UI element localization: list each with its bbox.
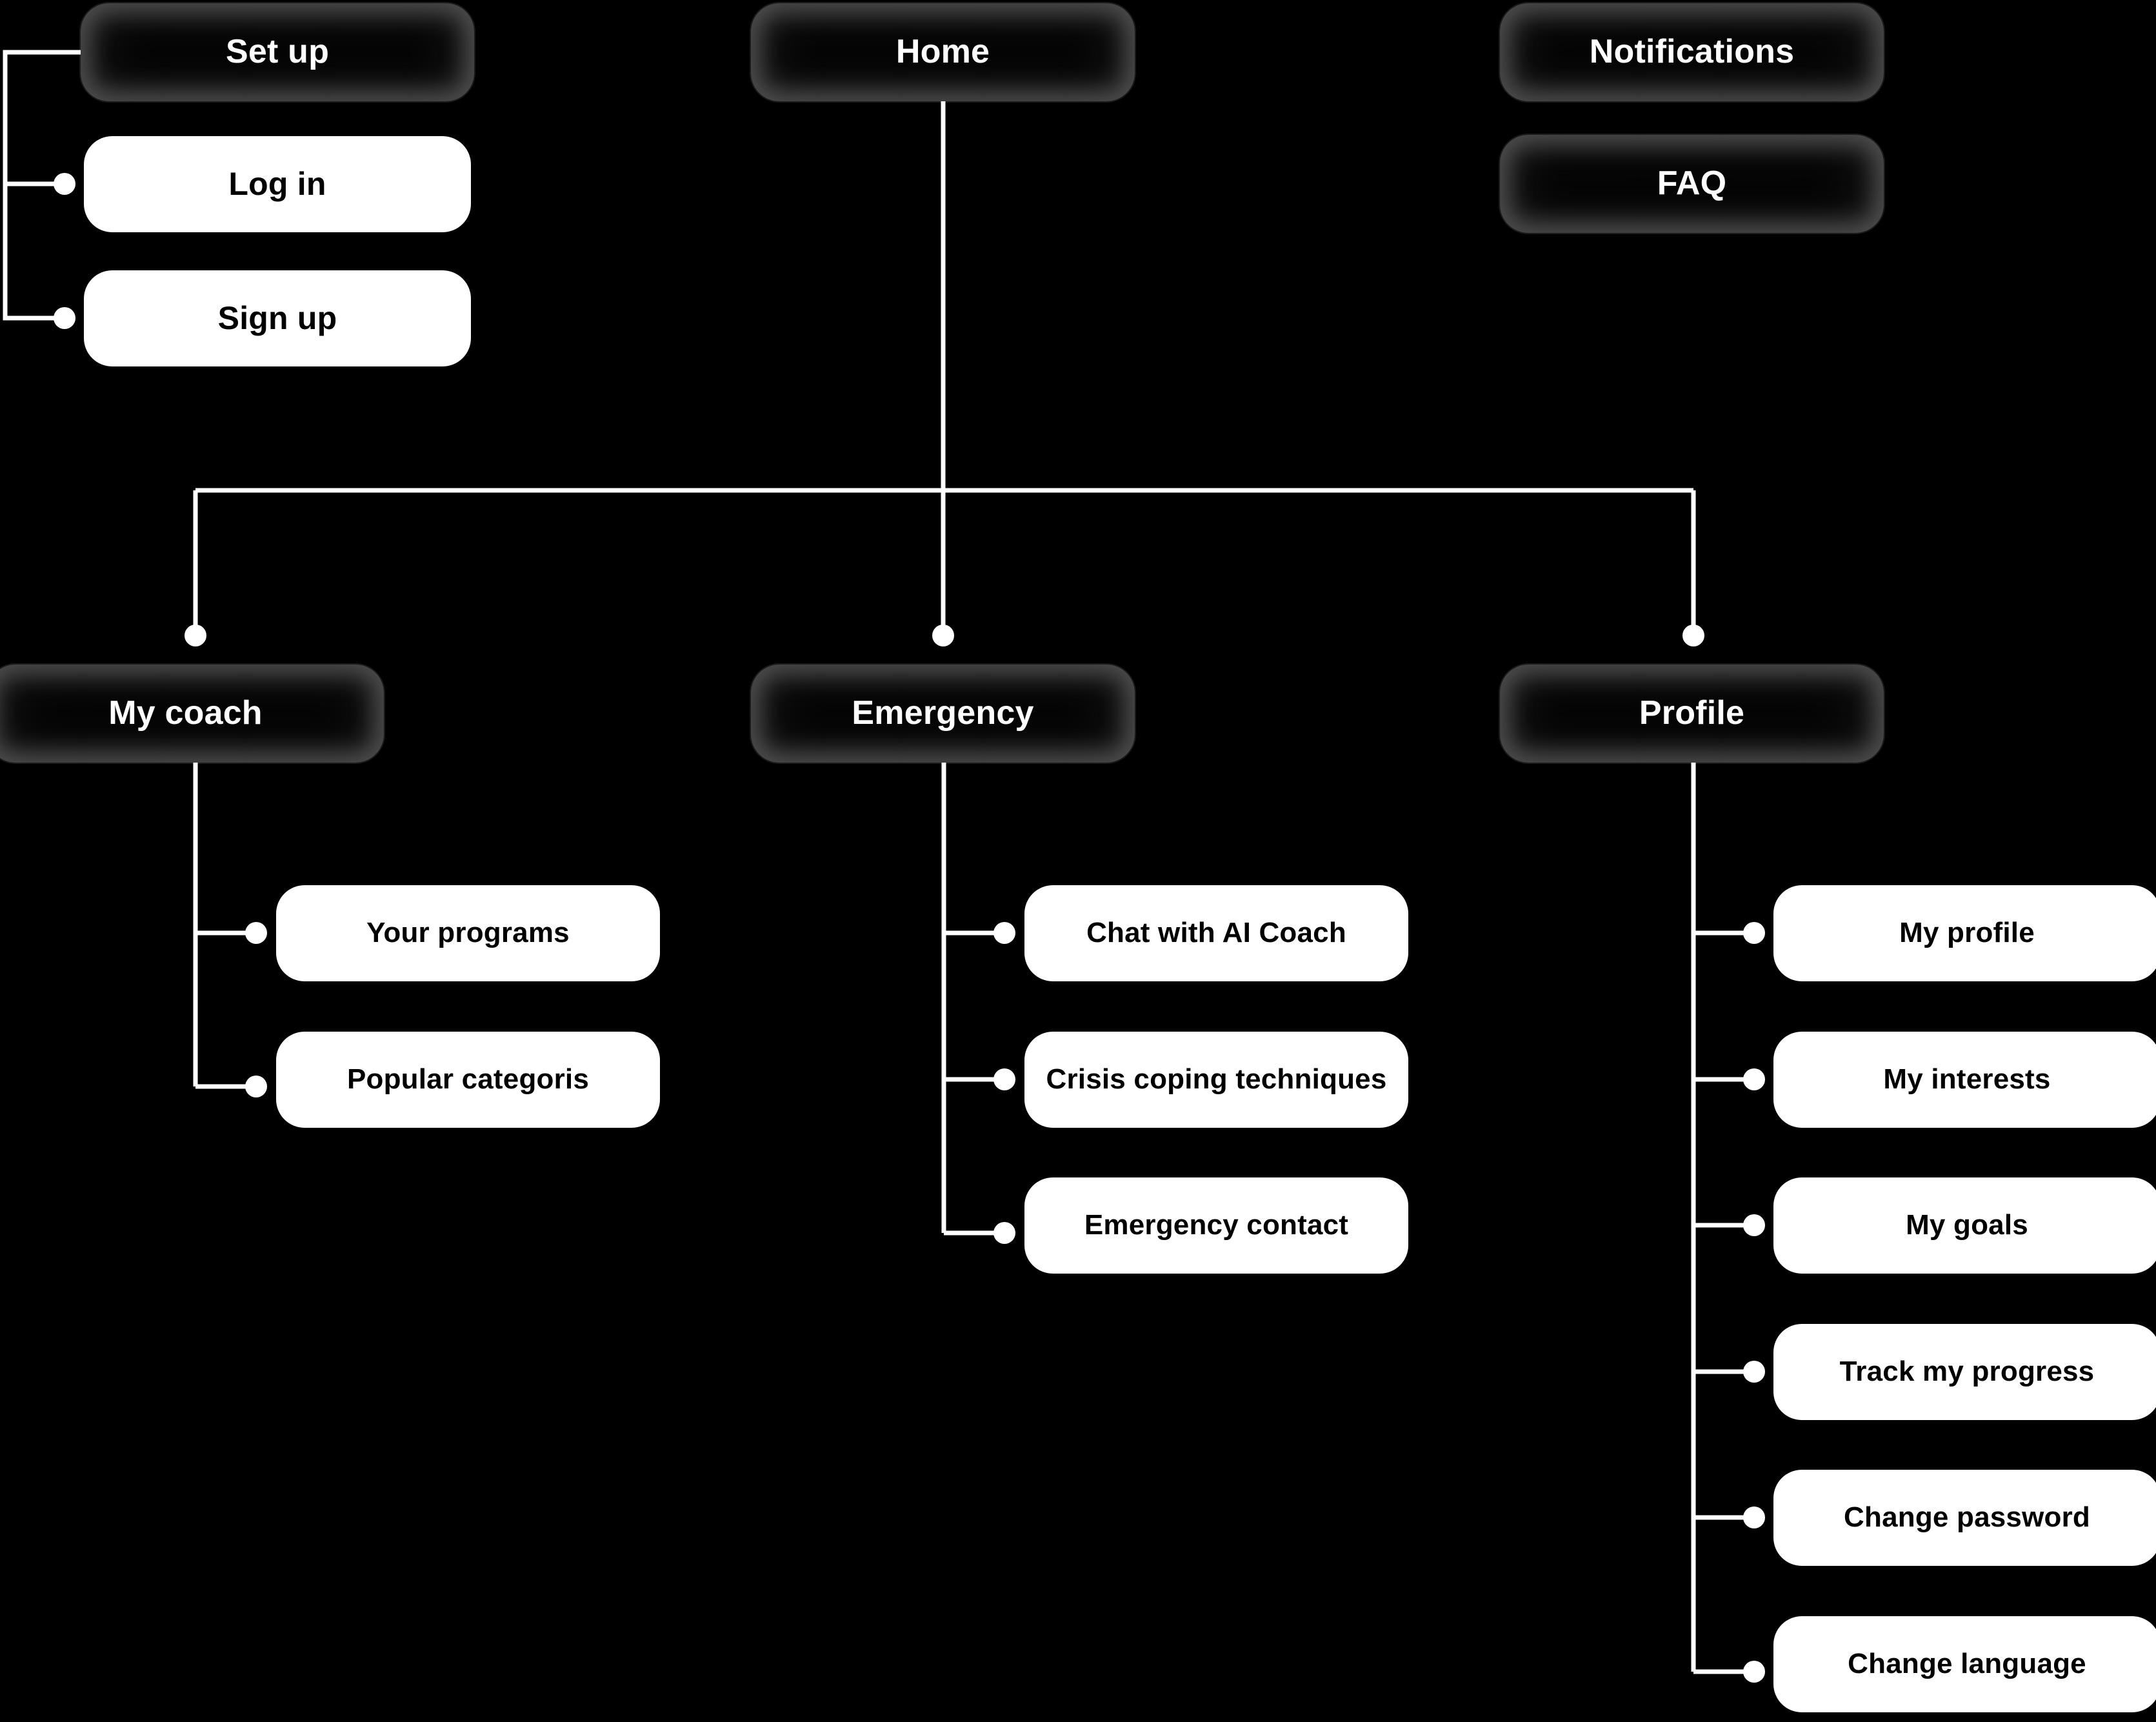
edge-dot-crisis xyxy=(993,1068,1015,1090)
node-change-language-label: Change language xyxy=(1848,1648,2086,1680)
node-chat-with-ai-coach-label: Chat with AI Coach xyxy=(1086,917,1346,949)
node-my-profile-label: My profile xyxy=(1899,917,2035,949)
node-emergency[interactable]: Emergency xyxy=(751,665,1135,763)
edge-dot-myinterests xyxy=(1743,1068,1765,1090)
node-change-password[interactable]: Change password xyxy=(1773,1470,2156,1566)
edge-dot-changelanguage xyxy=(1743,1661,1765,1683)
node-crisis-coping-techniques[interactable]: Crisis coping techniques xyxy=(1024,1032,1408,1128)
node-notifications-label: Notifications xyxy=(1589,33,1795,71)
edge-dot-emergencycontact xyxy=(993,1222,1015,1244)
edge-dot-mygoals xyxy=(1743,1214,1765,1236)
node-my-interests-label: My interests xyxy=(1883,1063,2051,1096)
node-my-profile[interactable]: My profile xyxy=(1773,885,2156,981)
node-track-my-progress-label: Track my progress xyxy=(1839,1356,2095,1388)
edge-dot-signup xyxy=(54,307,75,329)
node-log-in[interactable]: Log in xyxy=(84,136,471,232)
node-your-programs[interactable]: Your programs xyxy=(276,885,660,981)
node-faq-label: FAQ xyxy=(1657,165,1727,203)
edge-dot-trackprogress xyxy=(1743,1361,1765,1383)
node-chat-with-ai-coach[interactable]: Chat with AI Coach xyxy=(1024,885,1408,981)
node-home[interactable]: Home xyxy=(751,3,1135,101)
edge-dot-yourprograms xyxy=(245,922,267,944)
node-my-coach-label: My coach xyxy=(108,694,263,732)
node-set-up-label: Set up xyxy=(225,33,330,71)
edge-dot-changepassword xyxy=(1743,1507,1765,1528)
node-emergency-contact-label: Emergency contact xyxy=(1084,1209,1349,1241)
node-popular-categoris-label: Popular categoris xyxy=(346,1063,590,1096)
node-profile-label: Profile xyxy=(1639,694,1745,732)
node-log-in-label: Log in xyxy=(228,166,326,202)
edge-setup-login xyxy=(3,50,81,186)
node-your-programs-label: Your programs xyxy=(366,917,570,949)
edge-dot-popularcategoris xyxy=(245,1076,267,1097)
node-crisis-coping-techniques-label: Crisis coping techniques xyxy=(1046,1063,1387,1096)
node-profile[interactable]: Profile xyxy=(1500,665,1884,763)
edge-dot-myprofile xyxy=(1743,922,1765,944)
node-my-interests[interactable]: My interests xyxy=(1773,1032,2156,1128)
node-faq[interactable]: FAQ xyxy=(1500,135,1884,233)
node-emergency-contact[interactable]: Emergency contact xyxy=(1024,1177,1408,1274)
node-my-coach[interactable]: My coach xyxy=(0,665,384,763)
node-sign-up[interactable]: Sign up xyxy=(84,270,471,366)
node-change-language[interactable]: Change language xyxy=(1773,1616,2156,1712)
node-emergency-label: Emergency xyxy=(852,694,1034,732)
node-notifications[interactable]: Notifications xyxy=(1500,3,1884,101)
edge-dot-emergency xyxy=(932,625,954,646)
node-my-goals[interactable]: My goals xyxy=(1773,1177,2156,1274)
node-my-goals-label: My goals xyxy=(1906,1209,2028,1241)
node-home-label: Home xyxy=(895,33,990,71)
edge-dot-mycoach xyxy=(185,625,206,646)
edge-dot-chatai xyxy=(993,922,1015,944)
node-track-my-progress[interactable]: Track my progress xyxy=(1773,1324,2156,1420)
edge-dot-profile xyxy=(1682,625,1704,646)
node-popular-categoris[interactable]: Popular categoris xyxy=(276,1032,660,1128)
node-sign-up-label: Sign up xyxy=(217,300,337,336)
edge-dot-login xyxy=(54,173,75,195)
edge-setup-signup xyxy=(3,184,61,321)
node-set-up[interactable]: Set up xyxy=(81,3,474,101)
node-change-password-label: Change password xyxy=(1844,1501,2090,1534)
